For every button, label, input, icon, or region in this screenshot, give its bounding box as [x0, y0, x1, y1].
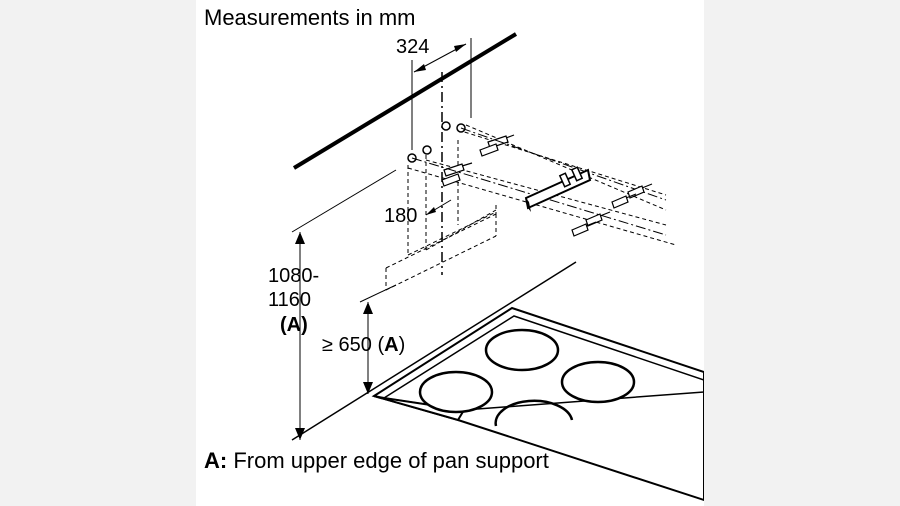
hole-icon	[441, 121, 451, 131]
plug-icon	[479, 143, 499, 157]
legend-key: A:	[204, 448, 228, 473]
burner-icon	[418, 370, 494, 414]
plug-icon	[443, 162, 473, 177]
plug-icon	[441, 173, 461, 187]
wall-edge-line	[292, 32, 518, 170]
hob-base-line	[291, 261, 577, 441]
diagram-title: Measurements in mm	[204, 5, 416, 30]
cooktop	[371, 306, 704, 502]
dimension-min-height: ≥ 650 (A)	[322, 284, 405, 394]
mounting-bracket-icon	[524, 166, 592, 212]
screw-icon	[585, 211, 611, 227]
dim-height-ref: (A)	[280, 314, 308, 336]
burner-icon	[494, 399, 574, 427]
dimension-324: 324	[396, 36, 472, 150]
dim-min-height-label: ≥ 650 (A)	[322, 334, 405, 356]
legend-text: From upper edge of pan support	[227, 448, 549, 473]
installation-diagram: Measurements in mm 324	[204, 5, 704, 502]
wall-plugs	[441, 134, 515, 187]
burner-icon	[484, 328, 560, 372]
screw-icon	[611, 193, 637, 209]
dim-height-line2: 1160	[268, 289, 311, 311]
diagram-canvas: Measurements in mm 324	[196, 0, 704, 506]
dimension-180: 180	[384, 199, 452, 227]
dimension-height-range: 1080- 1160 (A)	[268, 169, 397, 440]
dim-height-line1: 1080-	[268, 265, 319, 287]
hole-icon	[422, 145, 432, 155]
burner-icon	[560, 360, 636, 404]
legend-caption: A: From upper edge of pan support	[204, 448, 549, 474]
screws	[571, 183, 653, 237]
wall-holes	[407, 121, 466, 163]
dim-324-label: 324	[396, 36, 429, 58]
screw-icon	[571, 221, 597, 237]
dim-180-label: 180	[384, 205, 417, 227]
hole-icon	[456, 123, 466, 133]
